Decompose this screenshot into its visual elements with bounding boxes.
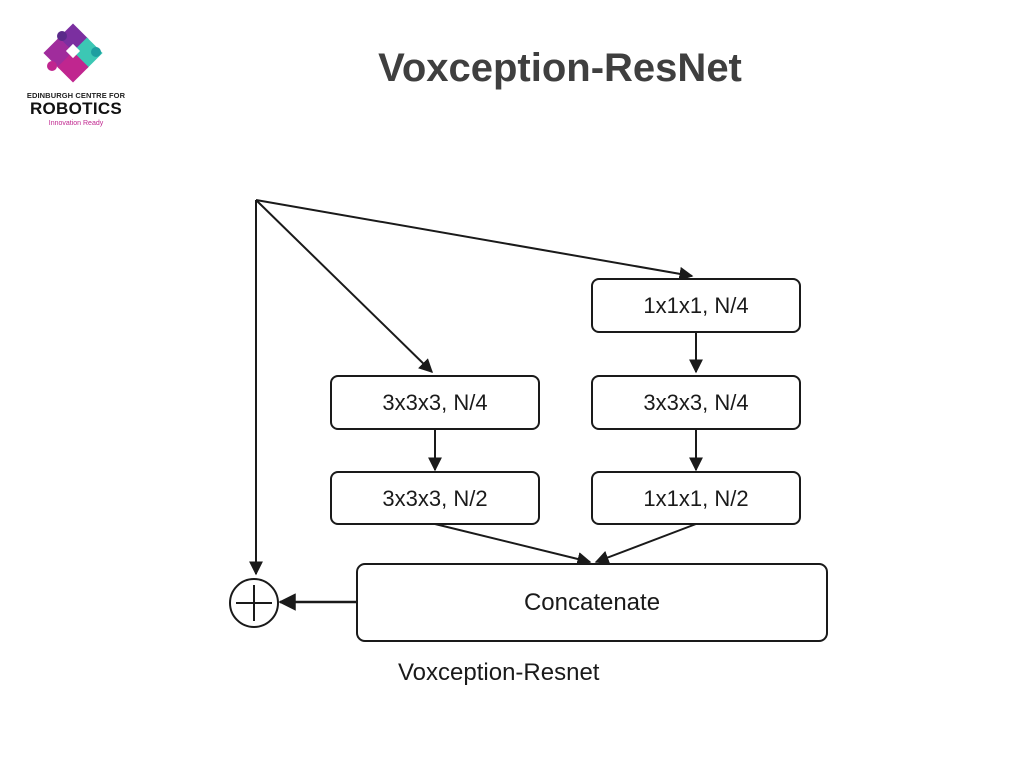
logo-text-robotics: ROBOTICS	[29, 99, 123, 118]
box-right-mid: 3x3x3, N/4	[591, 375, 801, 430]
box-left-bot: 3x3x3, N/2	[330, 471, 540, 525]
box-left-mid: 3x3x3, N/4	[330, 375, 540, 430]
plus-circle-icon	[229, 578, 279, 628]
box-left-bot-label: 3x3x3, N/2	[382, 486, 487, 511]
right-bot-to-concat-arrow	[594, 523, 697, 565]
box-left-mid-label: 3x3x3, N/4	[382, 390, 487, 415]
left-bot-to-concat-arrow	[434, 523, 592, 566]
box-right-bot-label: 1x1x1, N/2	[643, 486, 748, 511]
box-concatenate-label: Concatenate	[524, 589, 660, 616]
slide-title: Voxception-ResNet	[378, 46, 742, 90]
box-right-top: 1x1x1, N/4	[591, 278, 801, 333]
logo-diamond-icon	[43, 23, 103, 83]
logo-tagline: Innovation Ready	[48, 120, 104, 127]
box-right-mid-label: 3x3x3, N/4	[643, 390, 748, 415]
input-to-right-branch-arrow	[255, 199, 694, 281]
input-to-left-branch-arrow	[255, 199, 434, 373]
box-concatenate: Concatenate	[356, 563, 828, 642]
diagram-caption: Voxception-Resnet	[398, 659, 600, 686]
logo-text-line1: EDINBURGH CENTRE FOR	[26, 91, 126, 100]
edinburgh-robotics-logo	[43, 23, 103, 83]
box-right-top-label: 1x1x1, N/4	[643, 293, 748, 318]
box-right-bot: 1x1x1, N/2	[591, 471, 801, 525]
